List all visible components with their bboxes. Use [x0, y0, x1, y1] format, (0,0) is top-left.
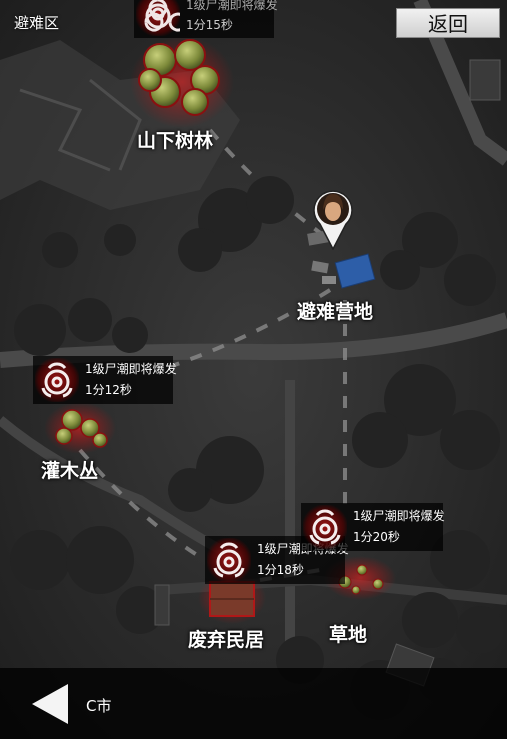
location-camp[interactable]: 避难营地 [297, 301, 374, 323]
warning-timer: 1分18秒 [257, 563, 304, 577]
horde-warning-bushes[interactable]: 1级尸潮即将爆发 1分12秒 [33, 356, 177, 404]
warning-timer: 1分15秒 [186, 18, 233, 32]
biohazard-icon [303, 505, 347, 549]
location-house[interactable]: 废弃民居 [188, 629, 265, 651]
horde-warning-forest[interactable]: 1级尸潮即将爆发 1分15秒 [134, 0, 278, 38]
survivor-avatar-icon[interactable] [312, 188, 354, 250]
warning-text: 1级尸潮即将爆发 [353, 509, 445, 523]
back-button[interactable]: 返回 [396, 8, 500, 38]
biohazard-icon [207, 538, 251, 582]
location-grassland[interactable]: 草地 [329, 624, 368, 646]
horde-warning-house[interactable]: 1级尸潮即将爆发 1分18秒 [205, 536, 349, 584]
horde-warning-grassland[interactable]: 1级尸潮即将爆发 1分20秒 [301, 503, 445, 551]
warning-timer: 1分20秒 [353, 530, 400, 544]
warning-text: 1级尸潮即将爆发 [85, 362, 177, 376]
biohazard-icon [136, 0, 188, 36]
page-title: 避难区 [14, 14, 60, 32]
location-bushes[interactable]: 灌木丛 [41, 460, 99, 482]
warning-timer: 1分12秒 [85, 383, 132, 397]
warning-text: 1级尸潮即将爆发 [186, 0, 278, 12]
location-forest[interactable]: 山下树林 [137, 130, 214, 152]
biohazard-icon [35, 358, 79, 402]
city-label: C市 [86, 697, 112, 715]
bottom-bar [0, 668, 507, 739]
back-arrow-icon[interactable] [30, 682, 70, 726]
